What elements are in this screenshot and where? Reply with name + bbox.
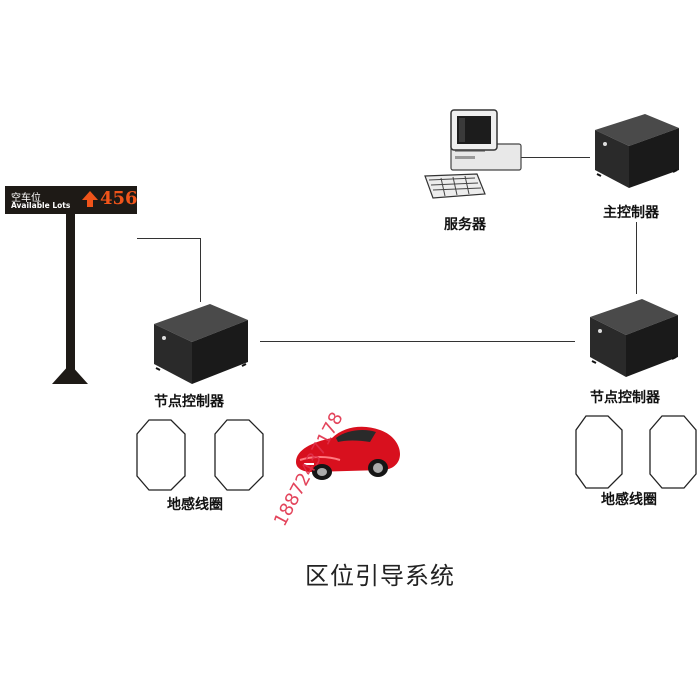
left-node-controller-box-icon xyxy=(154,304,248,384)
sign-title-cn: 空车位 xyxy=(11,193,41,204)
diagram-title: 区位引导系统 xyxy=(305,562,455,590)
server-computer-icon xyxy=(424,109,522,199)
right-node-controller-box-icon xyxy=(590,299,678,377)
available-lots-sign: 空车位 Available Lots 456 xyxy=(5,186,138,214)
sign-title-en: Available Lots xyxy=(11,201,71,210)
right-ground-loop-label: 地感线圈 xyxy=(601,492,657,508)
right-ground-loops-icon xyxy=(575,415,697,489)
wire-main-to-node xyxy=(636,222,637,294)
up-arrow-icon xyxy=(82,191,98,207)
right-node-controller-label: 节点控制器 xyxy=(590,390,660,406)
main-controller-box-icon xyxy=(595,114,679,188)
left-ground-loop-label: 地感线圈 xyxy=(167,497,223,513)
left-ground-loops-icon xyxy=(136,419,264,491)
wire-sign-vertical xyxy=(200,238,201,302)
wire-sign-horizontal xyxy=(137,238,201,239)
wire-node-to-node xyxy=(260,341,575,342)
sign-pole xyxy=(52,214,88,384)
wire-server-to-main xyxy=(515,157,590,158)
sign-available-count: 456 xyxy=(100,188,138,209)
red-car-image xyxy=(296,426,400,480)
server-label: 服务器 xyxy=(444,217,486,233)
main-controller-label: 主控制器 xyxy=(603,205,659,221)
left-node-controller-label: 节点控制器 xyxy=(154,394,224,410)
